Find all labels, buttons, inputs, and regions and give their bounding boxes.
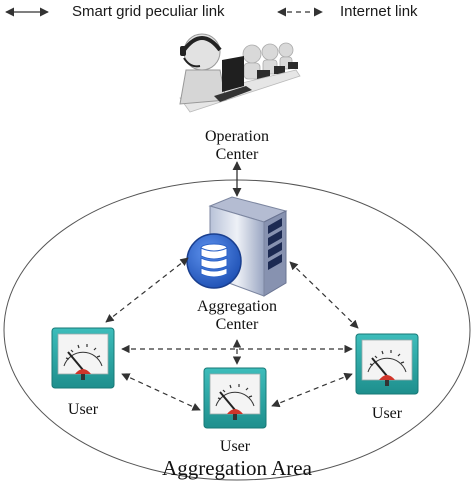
server-database-icon	[186, 196, 288, 297]
meter-gauge-icon-left	[51, 327, 115, 389]
user-right-label: User	[371, 405, 403, 422]
operation-center-label-line2: Center	[215, 146, 259, 163]
meter-gauge-icon-right	[355, 333, 419, 395]
link-aggregation-to-user-right	[289, 261, 359, 329]
user-left-label: User	[67, 401, 99, 418]
aggregation-area-title: Aggregation Area	[162, 456, 312, 480]
aggregation-center-label-line1: Aggregation	[197, 298, 277, 315]
internet-links	[105, 257, 359, 411]
legend-smart-grid-label: Smart grid peculiar link	[72, 3, 225, 20]
legend-internet-label: Internet link	[340, 3, 418, 20]
operation-center-label-line1: Operation	[205, 128, 269, 145]
aggregation-center-label: Aggregation Center	[167, 298, 307, 334]
link-user-middle-to-user-right	[271, 372, 353, 408]
meter-gauge-icon-middle	[203, 367, 267, 429]
operators-at-computers-icon	[179, 33, 301, 113]
link-user-left-to-user-middle	[121, 373, 201, 411]
user-middle-label: User	[219, 438, 251, 455]
aggregation-center-label-line2: Center	[215, 316, 259, 333]
operation-center-label: Operation Center	[177, 128, 297, 164]
